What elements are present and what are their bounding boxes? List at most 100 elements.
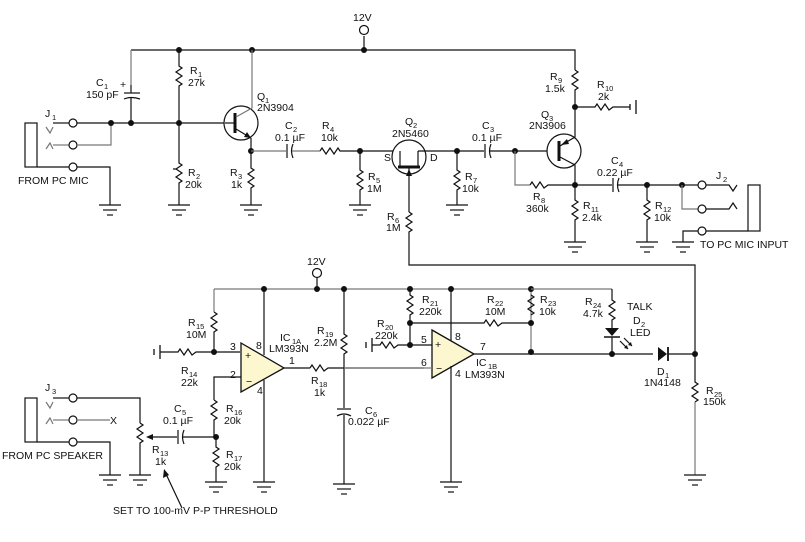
c3-sub: 3 bbox=[490, 125, 494, 134]
supply-label-bottom: 12V bbox=[307, 256, 326, 268]
r10-ref: R bbox=[597, 79, 605, 91]
resistor-r4 bbox=[319, 146, 363, 156]
resistor-r5 bbox=[348, 151, 372, 216]
resistor-r19 bbox=[339, 289, 349, 408]
resistor-r10 bbox=[575, 99, 637, 115]
q2-pin-s: S bbox=[384, 152, 391, 164]
supply-label-top: 12V bbox=[353, 12, 372, 24]
r8-ref: R bbox=[533, 191, 541, 203]
r22-sub: 22 bbox=[495, 299, 503, 308]
r5-ref: R bbox=[368, 171, 376, 183]
transistor-q2 bbox=[360, 139, 457, 212]
j2-ref: J bbox=[716, 170, 721, 182]
jack-j1 bbox=[24, 118, 225, 216]
r24-value: 4.7k bbox=[583, 308, 604, 320]
jack-j3 bbox=[24, 393, 141, 486]
r16-ref: R bbox=[226, 403, 234, 415]
r23-value: 10k bbox=[539, 306, 557, 318]
resistor-r11 bbox=[563, 185, 587, 253]
resistor-r21 bbox=[405, 289, 415, 345]
r14-ref: R bbox=[181, 365, 189, 377]
c5-value: 0.1 µF bbox=[163, 415, 193, 427]
capacitor-c5 bbox=[177, 429, 219, 445]
resistor-r2 bbox=[167, 123, 191, 216]
r13-sub: 13 bbox=[160, 449, 168, 458]
ic1b-sub: 1B bbox=[488, 362, 497, 371]
resistor-r16 bbox=[209, 399, 219, 437]
c1-polarity: + bbox=[120, 79, 126, 91]
ic1b-value: LM393N bbox=[465, 369, 505, 381]
supply-terminal-bottom bbox=[311, 267, 323, 279]
q2-pin-d: D bbox=[430, 152, 438, 164]
ic1b-ref: IC bbox=[476, 357, 487, 369]
r6-value: 1M bbox=[386, 222, 401, 234]
j1-sub: 1 bbox=[52, 113, 56, 122]
r11-ref: R bbox=[583, 200, 591, 212]
q1-sub: 1 bbox=[265, 96, 269, 105]
potentiometer-r13 bbox=[128, 422, 177, 486]
r24-ref: R bbox=[585, 296, 593, 308]
diode-d1 bbox=[658, 347, 698, 361]
r3-ref: R bbox=[230, 167, 238, 179]
r8-sub: 8 bbox=[541, 196, 545, 205]
r18-sub: 18 bbox=[319, 380, 327, 389]
r11-value: 2.4k bbox=[582, 212, 603, 224]
ic1a-sub: 1A bbox=[292, 337, 301, 346]
r13-ref: R bbox=[152, 444, 160, 456]
ic1a-pin-vcc: 8 bbox=[256, 340, 262, 352]
j3-caption: FROM PC SPEAKER bbox=[2, 450, 103, 462]
ic1a-minus-sign: − bbox=[246, 376, 252, 388]
resistor-r3 bbox=[239, 151, 263, 216]
r16-value: 20k bbox=[224, 415, 242, 427]
r10-value: 2k bbox=[598, 91, 610, 103]
r7-value: 10k bbox=[462, 183, 480, 195]
r24-sub: 24 bbox=[593, 301, 601, 310]
capacitor-c6 bbox=[332, 408, 356, 495]
r1-sub: 1 bbox=[198, 70, 202, 79]
r17-sub: 17 bbox=[234, 454, 242, 463]
c2-value: 0.1 µF bbox=[275, 132, 305, 144]
r11-sub: 11 bbox=[591, 205, 599, 214]
r3-sub: 3 bbox=[238, 172, 242, 181]
capacitor-c3 bbox=[457, 143, 518, 159]
resistor-r17 bbox=[204, 437, 228, 493]
c4-sub: 4 bbox=[619, 160, 623, 169]
resistor-r18 bbox=[309, 363, 424, 373]
r8-value: 360k bbox=[526, 203, 550, 215]
r14-sub: 14 bbox=[189, 370, 197, 379]
r6-ref: R bbox=[387, 211, 395, 223]
r15-value: 10M bbox=[186, 329, 206, 341]
d1-value: 1N4148 bbox=[644, 377, 681, 389]
q3-value: 2N3906 bbox=[529, 120, 566, 132]
r2-ref: R bbox=[188, 167, 196, 179]
resistor-r12 bbox=[635, 185, 659, 253]
r4-sub: 4 bbox=[330, 125, 334, 134]
r7-ref: R bbox=[465, 171, 473, 183]
r25-value: 150k bbox=[703, 396, 727, 408]
r23-sub: 23 bbox=[548, 299, 556, 308]
r21-sub: 21 bbox=[430, 299, 438, 308]
resistor-r15 bbox=[209, 311, 219, 355]
r15-ref: R bbox=[188, 317, 196, 329]
ic1a-pin-out: 1 bbox=[289, 355, 295, 367]
ic1a-pin-gnd: 4 bbox=[257, 385, 263, 397]
r20-value: 220k bbox=[375, 330, 399, 342]
c5-ref: C bbox=[174, 403, 182, 415]
r18-ref: R bbox=[311, 375, 319, 387]
d1-ref: D bbox=[657, 366, 665, 378]
q2-value: 2N5460 bbox=[392, 128, 429, 140]
c1-ref: C bbox=[96, 77, 104, 89]
j2-sub: 2 bbox=[723, 175, 727, 184]
threshold-arrow bbox=[163, 469, 183, 509]
d2-ref: D bbox=[633, 315, 641, 327]
d2-sub: 2 bbox=[641, 320, 645, 329]
q1-ref: Q bbox=[257, 91, 265, 103]
r22-value: 10M bbox=[485, 306, 505, 318]
c3-ref: C bbox=[482, 120, 490, 132]
j1-caption: FROM PC MIC bbox=[18, 175, 89, 187]
j3-sub: 3 bbox=[52, 387, 56, 396]
comparator-ic1a: + − bbox=[213, 289, 310, 493]
ic1a-plus-sign: + bbox=[245, 350, 251, 362]
ic1b-minus-sign: − bbox=[436, 363, 442, 375]
r4-value: 10k bbox=[321, 132, 339, 144]
